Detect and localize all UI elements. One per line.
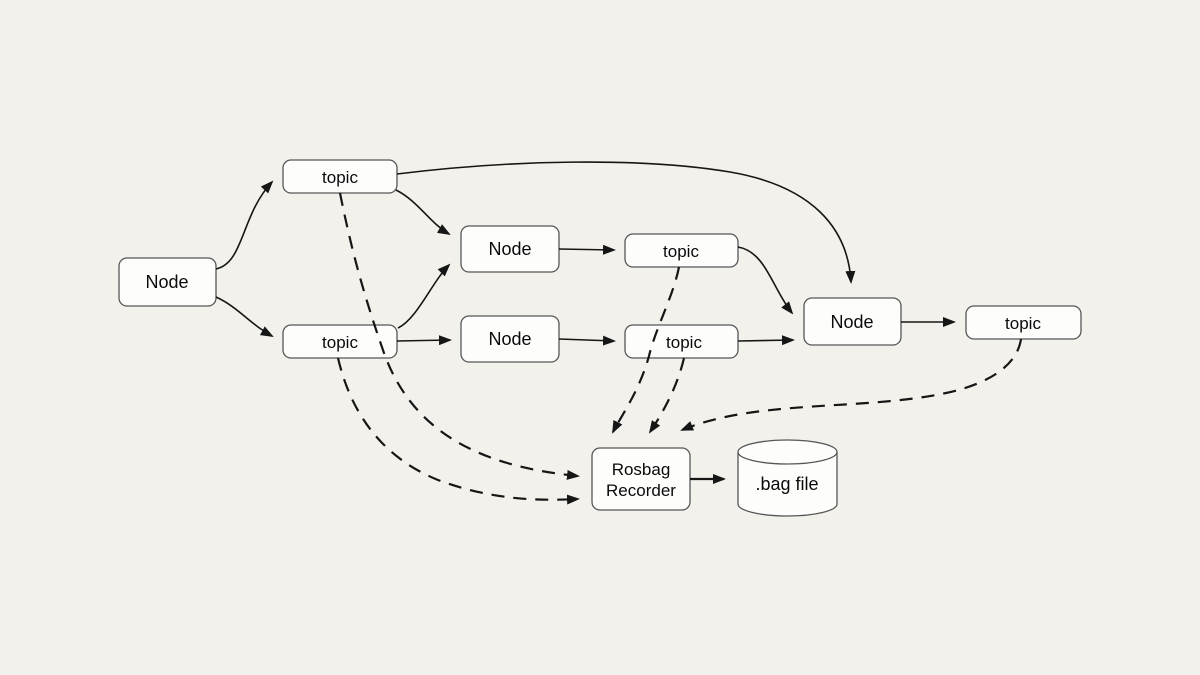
rosbag-recorder-label-line1: Rosbag (612, 460, 671, 479)
dashed-edge-topic-mid-left-to-recorder (336, 357, 580, 505)
edge-topic-mid-left-to-node-mid-bottom (396, 335, 452, 346)
bag-file-cylinder: .bag file (737, 439, 838, 517)
edge-topic-mid-top-to-node-right (737, 246, 794, 315)
node-mid-top-label: Node (488, 239, 531, 259)
diagram-dashed-edges (336, 192, 1023, 505)
edge-topic-top-to-node-mid-top (395, 189, 451, 236)
rosbag-recorder-box (591, 447, 691, 511)
node-right-label: Node (830, 312, 873, 332)
node-left-box (118, 257, 217, 307)
dashed-edge-topic-right-to-recorder (680, 338, 1023, 432)
edge-node-left-to-topic-mid-left (215, 296, 274, 337)
dashed-edge-topic-mid-top-to-recorder (612, 266, 681, 434)
diagram-nodes: Node topic topic Node Node topic topic N… (118, 159, 1082, 517)
edge-topic-mid-left-to-node-mid-top (397, 263, 451, 329)
topic-right-box (965, 305, 1082, 340)
dashed-edge-topic-top-to-recorder (338, 192, 580, 480)
bag-file-label: .bag file (755, 474, 818, 494)
bag-file-cylinder-top-edge (737, 451, 838, 465)
topic-mid-left-label: topic (322, 333, 358, 352)
topic-right-label: topic (1005, 314, 1041, 333)
edge-topic-mid-bottom-to-node-right (737, 335, 795, 346)
edge-topic-top-to-node-right (396, 161, 856, 284)
topic-mid-bottom-label: topic (666, 333, 702, 352)
node-left-label: Node (145, 272, 188, 292)
dashed-edge-topic-mid-bottom-to-recorder (648, 357, 686, 434)
edge-node-left-to-topic-top (215, 180, 274, 270)
rosbag-recorder-label-line2: Recorder (606, 481, 676, 500)
diagram-solid-edges (215, 161, 956, 484)
edge-node-mid-bottom-to-topic-mid-bottom (558, 335, 616, 346)
topic-mid-top-label: topic (663, 242, 699, 261)
edge-node-mid-top-to-topic-mid-top (558, 244, 616, 255)
topic-mid-left-box (282, 324, 398, 359)
topic-mid-top-box (624, 233, 739, 268)
topic-top-label: topic (322, 168, 358, 187)
topic-mid-bottom-box (624, 324, 739, 359)
node-mid-bottom-label: Node (488, 329, 531, 349)
